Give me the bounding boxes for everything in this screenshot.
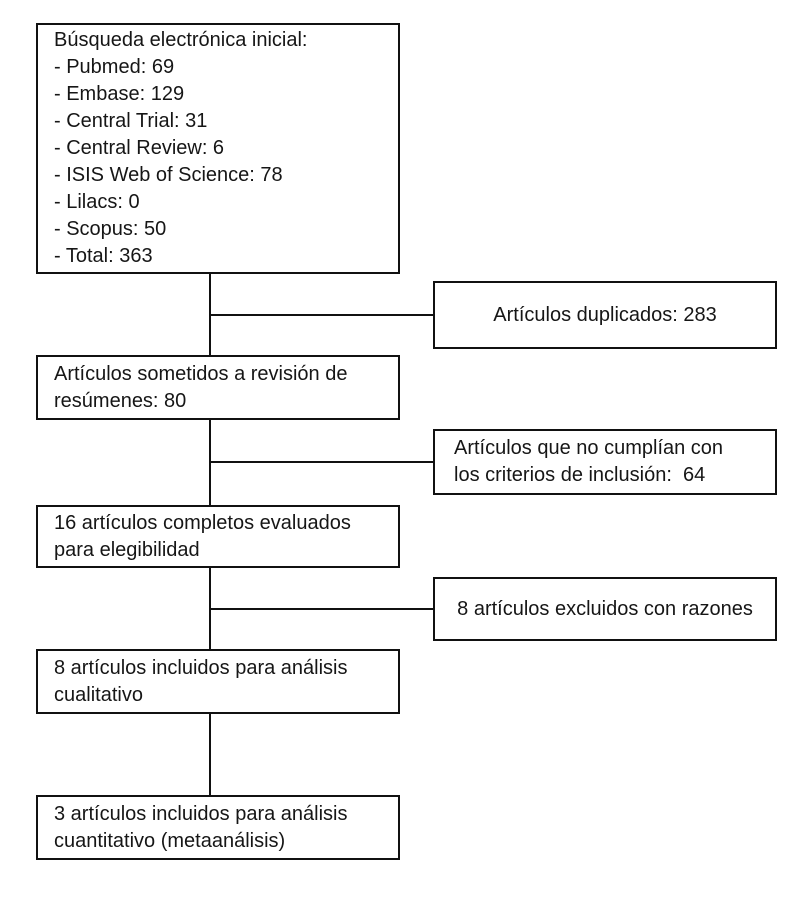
initial-search-line: - Pubmed: 69: [54, 56, 175, 78]
box-quantitative-analysis: 3 artículos incluidos para análisis cuan…: [36, 795, 400, 860]
exclusion-criteria-line: Artículos que no cumplían con: [454, 437, 724, 459]
box-exclusion-criteria: Artículos que no cumplían con los criter…: [433, 429, 777, 495]
abstract-review-line: Artículos sometidos a revisión de: [54, 362, 348, 385]
connector-branch-excluded-reasons: [210, 608, 433, 610]
fulltext-eligibility-line: para elegibilidad: [54, 538, 200, 561]
initial-search-line: - Central Review: 6: [54, 137, 225, 159]
box-initial-search: Búsqueda electrónica inicial: - Pubmed: …: [36, 23, 400, 274]
initial-search-line: - ISIS Web of Science: 78: [54, 164, 283, 186]
box-fulltext-eligibility: 16 artículos completos evaluados para el…: [36, 505, 400, 568]
abstract-review-line: resúmenes: 80: [54, 389, 187, 412]
quantitative-analysis-line: cuantitativo (metaanálisis): [54, 829, 286, 852]
quantitative-analysis-line: 3 artículos incluidos para análisis: [54, 802, 348, 825]
initial-search-line: - Total: 363: [54, 245, 153, 267]
initial-search-line: - Lilacs: 0: [54, 191, 140, 213]
box-qualitative-analysis: 8 artículos incluidos para análisis cual…: [36, 649, 400, 714]
initial-search-line: - Central Trial: 31: [54, 110, 208, 132]
box-duplicates: Artículos duplicados: 283: [433, 281, 777, 349]
fulltext-eligibility-line: 16 artículos completos evaluados: [54, 511, 351, 534]
excluded-with-reasons-text: 8 artículos excluidos con razones: [457, 597, 753, 620]
connector-branch-duplicates: [210, 314, 433, 316]
duplicates-text: Artículos duplicados: 283: [493, 303, 717, 326]
exclusion-criteria-line: los criterios de inclusión: 64: [454, 464, 706, 486]
box-abstract-review: Artículos sometidos a revisión de resúme…: [36, 355, 400, 420]
initial-search-line: - Scopus: 50: [54, 218, 167, 240]
connector-branch-exclusion-criteria: [210, 461, 433, 463]
initial-search-line: - Embase: 129: [54, 83, 185, 105]
qualitative-analysis-line: 8 artículos incluidos para análisis: [54, 656, 348, 679]
initial-search-line: Búsqueda electrónica inicial:: [54, 29, 308, 51]
connector-qualitative-to-quantitative: [209, 713, 211, 796]
box-excluded-with-reasons: 8 artículos excluidos con razones: [433, 577, 777, 641]
qualitative-analysis-line: cualitativo: [54, 683, 143, 706]
